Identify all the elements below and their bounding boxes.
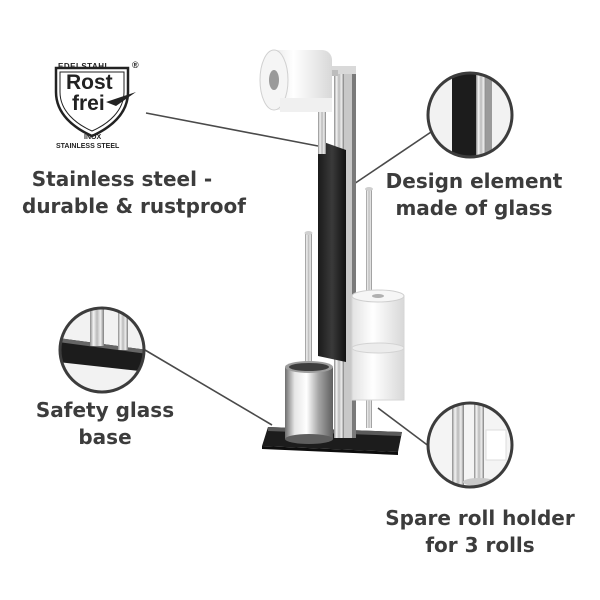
- detail-circle-glass: [426, 71, 514, 159]
- holder-post: [318, 76, 326, 154]
- badge-top-text: EDELSTAHL: [58, 62, 110, 71]
- badge-inox: INOX: [84, 134, 102, 141]
- callout-stainless-steel-line1: Stainless steel -: [31, 167, 213, 191]
- callout-safety-glass-line1: Safety glass: [35, 398, 175, 422]
- callout-spare-roll-line2: for 3 rolls: [425, 533, 535, 557]
- callout-stainless-steel-line2: durable & rustproof: [22, 194, 246, 218]
- callout-stainless-steel: Stainless steel - durable & rustproof: [22, 166, 246, 220]
- spare-rolls: [351, 289, 405, 401]
- callout-safety-glass: Safety glass base: [30, 397, 180, 451]
- brush-handle: [305, 232, 312, 372]
- callout-glass-element-line2: made of glass: [395, 196, 553, 220]
- glass-panel: [318, 140, 346, 362]
- callout-lines: [144, 112, 438, 448]
- badge-shield-icon: [54, 66, 136, 138]
- callout-safety-glass-line2: base: [78, 425, 132, 449]
- badge-line2: frei: [72, 92, 105, 115]
- rostfrei-badge: EDELSTAHL ® Rost frei INOX STAINLESS STE…: [46, 60, 150, 152]
- detail-circle-spare: [426, 401, 514, 489]
- badge-stainless: STAINLESS STEEL: [56, 143, 120, 150]
- badge-registered-mark: ®: [132, 60, 139, 70]
- callout-spare-roll-line1: Spare roll holder: [385, 506, 575, 530]
- callout-spare-roll: Spare roll holder for 3 rolls: [380, 505, 580, 559]
- toilet-roll-top: [259, 49, 332, 112]
- detail-circle-base: [58, 306, 146, 394]
- callout-glass-element-line1: Design element: [385, 169, 563, 193]
- callout-glass-element: Design element made of glass: [384, 168, 564, 222]
- badge-line1: Rost: [66, 71, 113, 94]
- brush-holder-cup: [285, 361, 333, 444]
